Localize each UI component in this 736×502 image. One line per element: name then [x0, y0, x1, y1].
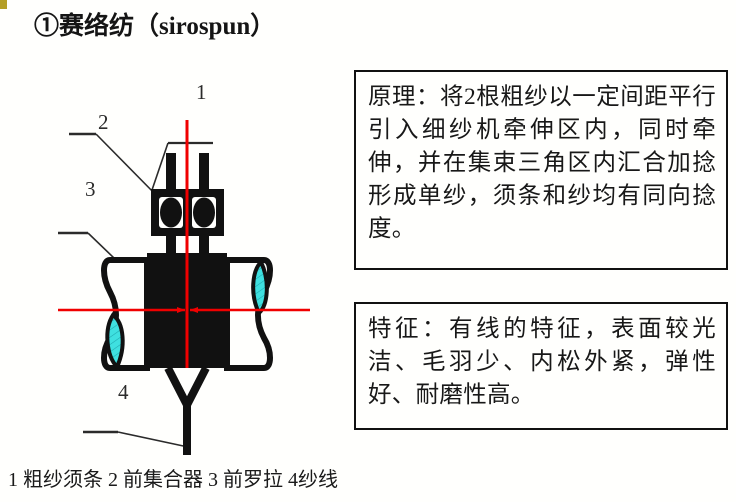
- roving-strands: [166, 153, 209, 210]
- callout-number-3: 3: [85, 177, 96, 201]
- figure-caption: 1 粗纱须条 2 前集合器 3 前罗拉 4纱线: [8, 469, 338, 491]
- principle-text-box: 原理：将2根粗纱以一定间距平行引入细纱机牵伸区内，同时牵伸，并在集束三角区内汇合…: [354, 70, 728, 270]
- spinning-triangle-and-yarn: [164, 366, 210, 455]
- feature-text-box: 特征：有线的特征，表面较光洁、毛羽少、内松外紧，弹性好、耐磨性高。: [354, 302, 728, 430]
- red-centerlines: [58, 120, 310, 368]
- callout-number-1: 1: [196, 80, 207, 104]
- principle-text: 原理：将2根粗纱以一定间距平行引入细纱机牵伸区内，同时牵伸，并在集束三角区内汇合…: [368, 84, 716, 242]
- roving-strands-lower: [166, 236, 209, 254]
- corner-color-mark: [0, 0, 7, 9]
- front-roller-left-end: [101, 257, 150, 371]
- front-roller-right-end: [224, 257, 273, 371]
- feature-text: 特征：有线的特征，表面较光洁、毛羽少、内松外紧，弹性好、耐磨性高。: [368, 316, 716, 408]
- sirospun-spinning-diagram: 1 2 3 4: [0, 55, 350, 455]
- page-title: ①赛络纺（sirospun）: [34, 13, 276, 40]
- diagram-svg: [58, 120, 310, 455]
- callout-number-4: 4: [118, 380, 129, 404]
- callout-number-2: 2: [98, 110, 109, 134]
